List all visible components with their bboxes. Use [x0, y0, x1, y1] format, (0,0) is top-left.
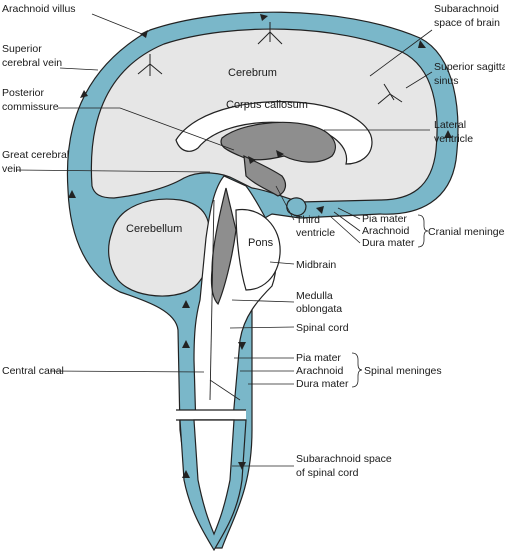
third-ventricle-label-1: Third	[296, 214, 320, 226]
midbrain-label: Midbrain	[296, 259, 336, 271]
superior-sagittal-sinus-label-1: Superior sagittal	[434, 61, 505, 73]
leader-medulla	[231, 299, 295, 303]
arrow-12	[316, 206, 324, 214]
cerebrum-label: Cerebrum	[228, 67, 277, 79]
leader-canal-arrow	[209, 379, 241, 401]
leader-cranial-dura	[329, 215, 361, 244]
posterior-commissure-label-1: Posterior	[2, 87, 45, 99]
central-canal-line	[209, 199, 215, 401]
leader-arachnoid-villus	[91, 13, 143, 35]
spinal-arachnoid-label: Arachnoid	[296, 365, 343, 377]
superior-sagittal-sinus-label-2: sinus	[434, 75, 459, 87]
arrow-14	[276, 150, 284, 158]
villus-3	[377, 83, 403, 105]
spinal-pia-label: Pia mater	[296, 352, 341, 364]
corpus-callosum-label: Corpus callosum	[226, 99, 308, 111]
spinal-cord-lower	[193, 419, 235, 536]
leader-cranial-arachnoid	[333, 211, 361, 232]
third-ventricle-label-2: ventricle	[296, 227, 335, 239]
spinal-meninges-brace	[351, 352, 363, 388]
cerebellum-label: Cerebellum	[126, 223, 182, 235]
subarachnoid-spinal-label-1: Subarachnoid space	[296, 453, 392, 465]
leader-subarachnoid-brain	[369, 29, 433, 77]
arrow-3	[418, 40, 426, 48]
leader-central-canal	[49, 370, 205, 373]
lateral-ventricle-label-1: Lateral	[434, 119, 466, 131]
medulla-label-1: Medulla	[296, 290, 333, 302]
column-break	[176, 410, 246, 420]
arrow-2	[260, 14, 268, 21]
leader-superior-sagittal-sinus	[405, 71, 433, 89]
flow-arrows	[68, 14, 452, 478]
corpus-callosum-body	[175, 101, 373, 165]
leader-great-cerebral-vein	[15, 169, 211, 173]
lateral-ventricle-label-2: ventricle	[434, 133, 473, 145]
great-cerebral-vein-label-2: vein	[2, 163, 21, 175]
superior-cerebral-vein-label-2: cerebral vein	[2, 57, 62, 69]
arachnoid-villi	[137, 22, 403, 105]
leader-spinal-cord	[229, 326, 295, 329]
subarachnoid-spinal-label-2: of spinal cord	[296, 467, 359, 479]
leader-cranial-pia	[337, 207, 361, 220]
cranial-pia-label: Pia mater	[362, 213, 407, 225]
arrow-11	[238, 342, 246, 350]
spinal-cord-label: Spinal cord	[296, 322, 349, 334]
spinal-meninges-label: Spinal meninges	[364, 365, 442, 377]
pons-body	[235, 208, 281, 291]
leader-posterior-commissure	[58, 107, 235, 151]
arrow-1	[140, 30, 148, 38]
arrow-5	[80, 90, 88, 98]
superior-cerebral-vein-label-1: Superior	[2, 43, 42, 55]
arrow-13	[248, 156, 256, 164]
cranial-dura-label: Dura mater	[362, 237, 415, 249]
medulla-label-2: oblongata	[296, 303, 342, 315]
lateral-ventricle-body	[220, 121, 336, 163]
leader-third-ventricle	[275, 185, 295, 221]
villus-1	[257, 22, 283, 45]
central-canal-label: Central canal	[2, 365, 64, 377]
subarachnoid-brain-label-1: Subarachnoid	[434, 3, 499, 15]
cranial-meninges-brace	[417, 214, 429, 248]
posterior-commissure-label-2: commissure	[2, 101, 59, 113]
third-ventricle-body	[243, 154, 287, 197]
arrow-8	[182, 340, 190, 348]
cerebellum-body	[108, 198, 210, 297]
great-cerebral-vein-label-1: Great cerebral	[2, 149, 69, 161]
leader-lines	[15, 13, 433, 467]
cranial-meninges-label: Cranial meninges	[428, 226, 505, 238]
spinal-dura-label: Dura mater	[296, 378, 349, 390]
subarachnoid-brain-label-2: space of brain	[434, 17, 500, 29]
cranial-arachnoid-label: Arachnoid	[362, 225, 409, 237]
arrow-6	[68, 190, 76, 198]
arrow-4	[444, 130, 452, 138]
villus-2	[137, 54, 163, 76]
fourth-ventricle	[210, 187, 237, 306]
pons-label: Pons	[248, 237, 274, 249]
arrow-9	[182, 470, 190, 478]
leader-midbrain	[269, 261, 295, 265]
pituitary-knob	[286, 197, 307, 217]
leader-superior-cerebral-vein	[59, 67, 99, 71]
arachnoid-villus-label: Arachnoid villus	[2, 3, 76, 15]
arrow-7	[182, 300, 190, 308]
